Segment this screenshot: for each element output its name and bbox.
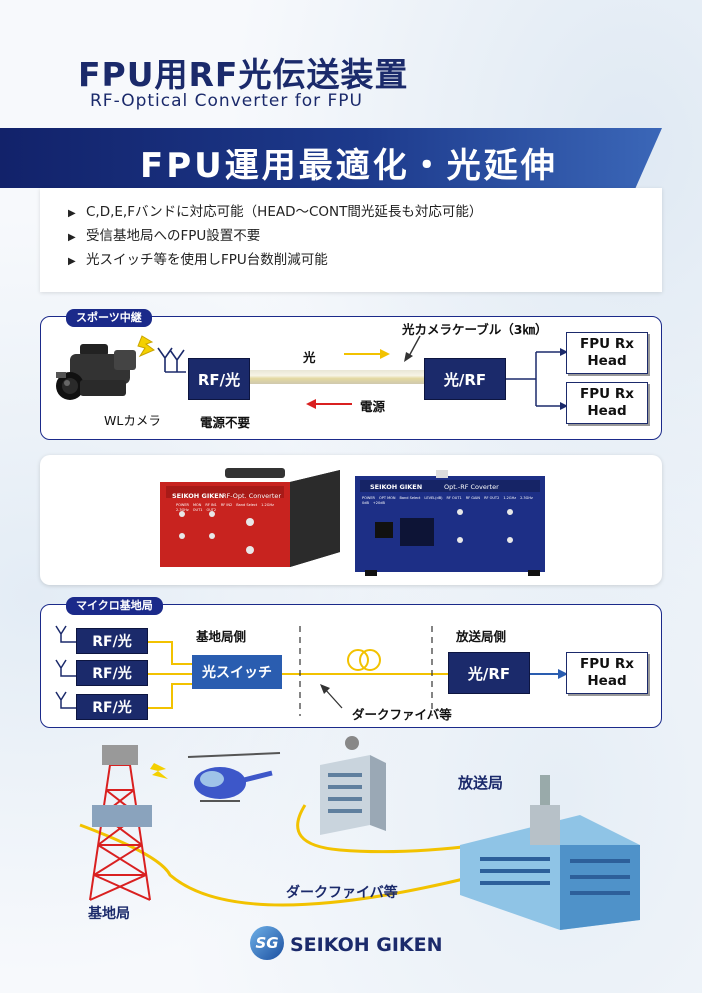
bullet-arrow-icon: ▶ [68, 256, 76, 267]
dark-fiber-caption: ダークファイバ等 [286, 885, 398, 901]
page-title: FPU用RF光伝送装置 [78, 55, 409, 94]
broadcast-station-icon [460, 775, 640, 930]
bullet-arrow-icon: ▶ [68, 208, 76, 219]
company-logo-icon: SG [250, 926, 284, 960]
power-label: 電源 [360, 399, 386, 414]
banner [0, 128, 662, 188]
right-device-name: Opt.-RF Coverter [444, 483, 499, 491]
light-arrow-icon [344, 349, 390, 359]
light-label: 光 [303, 350, 316, 365]
pointer-arrow-icon [404, 335, 421, 362]
optical-rf-box: 光/RF [448, 652, 530, 694]
branch-connector [506, 348, 568, 410]
feature-item: ▶光スイッチ等を使用しFPU台数削減可能 [68, 252, 328, 268]
no-power-label: 電源不要 [200, 415, 251, 430]
rf-optical-box-1: RF/光 [76, 628, 148, 654]
building-icon [320, 736, 386, 835]
company-name: SEIKOH GIKEN [290, 934, 443, 956]
base-station-label: 基地局 [88, 906, 130, 922]
feature-item: ▶受信基地局へのFPU設置不要 [68, 228, 261, 244]
left-device-brand: SEIKOH GIKEN [172, 492, 225, 500]
dark-fiber-label: ダークファイバ等 [352, 707, 452, 722]
device-photo [160, 468, 545, 576]
broadcast-side-label: 放送局側 [456, 629, 507, 644]
rf-optical-box-3: RF/光 [76, 694, 148, 720]
features-box [40, 188, 662, 292]
camera-label: WLカメラ [104, 413, 161, 428]
optical-rf-box: 光/RF [424, 358, 506, 400]
optical-cable [250, 370, 424, 384]
broadcast-station-label: 放送局 [458, 774, 504, 792]
network-illustration [79, 736, 640, 930]
tower-icon [89, 764, 151, 901]
left-device-name: RF-Opt. Converter [222, 492, 282, 500]
page-subtitle: RF-Optical Converter for FPU [90, 91, 363, 111]
power-arrow-icon [306, 399, 352, 409]
dark-fiber-line [282, 626, 448, 716]
camera-icon [56, 335, 155, 400]
helicopter-icon [150, 752, 281, 802]
base-side-label: 基地局側 [196, 629, 247, 644]
right-device-brand: SEIKOH GIKEN [370, 483, 423, 491]
optical-switch-box: 光スイッチ [192, 655, 282, 689]
sports-tag: スポーツ中継 [66, 309, 152, 327]
rf-optical-box-2: RF/光 [76, 660, 148, 686]
micro-connections [55, 625, 192, 709]
output-arrow-icon [530, 669, 568, 679]
micro-tag: マイクロ基地局 [66, 597, 163, 615]
antenna-icon [157, 347, 186, 373]
cable-label: 光カメラケーブル（3㎞） [402, 322, 548, 337]
device-photo-panel [40, 455, 662, 585]
bullet-arrow-icon: ▶ [68, 232, 76, 243]
banner-title: FPU運用最適化・光延伸 [140, 146, 558, 186]
rf-optical-box: RF/光 [188, 358, 250, 400]
feature-item: ▶C,D,E,Fバンドに対応可能（HEAD～CONT間光延長も対応可能） [68, 204, 483, 220]
